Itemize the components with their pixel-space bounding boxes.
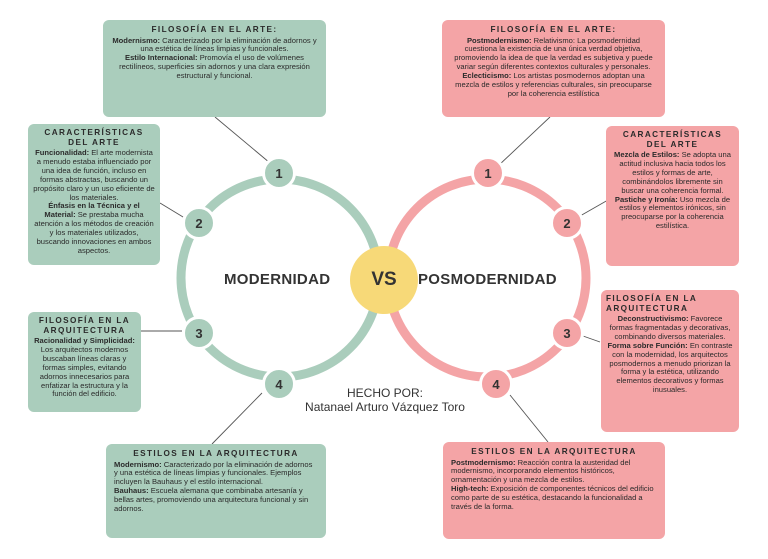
term: Racionalidad y Simplicidad: (34, 336, 135, 346)
title-modernidad: MODERNIDAD (224, 271, 331, 288)
description: Los arquitectos modernos buscaban líneas… (39, 345, 130, 399)
connector-left-4 (211, 392, 263, 445)
vs-badge: VS (350, 246, 418, 314)
description: El arte modernista a menudo estaba influ… (33, 148, 155, 202)
description: Reacción contra la austeridad del modern… (451, 457, 631, 485)
term: Forma sobre Función: (607, 340, 688, 350)
description: Se adopta una actitud inclusiva hacia to… (619, 150, 731, 195)
term: Énfasis en la Técnica y el Material: (44, 201, 140, 220)
description: En contraste con la modernidad, los arqu… (609, 340, 733, 395)
box-right-art-characteristics: CARACTERÍSTICAS DEL ARTE Mezcla de Estil… (606, 126, 739, 266)
node-left-4: 4 (262, 367, 296, 401)
term: Deconstructivismo: (617, 314, 689, 324)
connector-left-1 (214, 116, 277, 169)
box-heading: FILOSOFÍA EN EL ARTE: (151, 25, 278, 34)
box-heading: ESTILOS EN LA ARQUITECTURA (133, 449, 299, 458)
description: Caracterizado por la eliminación de ador… (140, 35, 317, 54)
description: Se prestaba mucha atención a los métodos… (34, 210, 154, 255)
box-left-art-characteristics: CARACTERÍSTICAS DEL ARTE Funcionalidad: … (28, 124, 160, 265)
term: Postmodernismo: (466, 35, 532, 45)
node-left-2: 2 (182, 206, 216, 240)
box-heading: FILOSOFÍA EN LA ARQUITECTURA (606, 294, 697, 313)
term: Postmodernismo: (451, 457, 516, 467)
node-left-3: 3 (182, 316, 216, 350)
node-right-2: 2 (550, 206, 584, 240)
term: Modernismo: (112, 35, 161, 45)
node-left-1: 1 (262, 156, 296, 190)
term: Estilo Internacional: (125, 53, 198, 63)
connector-right-2 (579, 199, 609, 217)
description: Exposición de componentes técnicos del e… (451, 484, 654, 511)
description: Promovía el uso de volúmenes rectilíneos… (119, 53, 310, 81)
box-heading: CARACTERÍSTICAS DEL ARTE (44, 128, 144, 147)
box-right-arch-philosophy: FILOSOFÍA EN LA ARQUITECTURA Deconstruct… (601, 290, 739, 432)
term: Pastiche y Ironía: (614, 194, 678, 204)
term: Funcionalidad: (35, 148, 90, 158)
title-posmodernidad: POSMODERNIDAD (418, 271, 557, 288)
term: Bauhaus: (114, 486, 149, 496)
term: Eclecticismo: (462, 71, 512, 81)
box-left-arch-styles: ESTILOS EN LA ARQUITECTURA Modernismo: C… (106, 444, 326, 538)
box-right-arch-styles: ESTILOS EN LA ARQUITECTURA Postmodernism… (443, 442, 665, 539)
node-right-4: 4 (479, 367, 513, 401)
connector-right-1 (497, 116, 551, 167)
node-right-3: 3 (550, 316, 584, 350)
term: Modernismo: (114, 459, 162, 469)
node-right-1: 1 (471, 156, 505, 190)
term: High-tech: (451, 484, 489, 494)
box-left-art-philosophy: FILOSOFÍA EN EL ARTE: Modernismo: Caract… (103, 20, 326, 117)
description: Relativismo: La posmodernidad cuestiona … (454, 35, 653, 72)
box-right-art-philosophy: FILOSOFÍA EN EL ARTE: Postmodernismo: Re… (442, 20, 665, 117)
description: Escuela alemana que combinaba artesanía … (114, 486, 309, 513)
box-heading: CARACTERÍSTICAS DEL ARTE (622, 130, 723, 149)
connector-right-3 (582, 335, 601, 343)
connector-right-4 (509, 394, 549, 443)
description: Los artistas posmodernos adoptan una mez… (455, 71, 652, 98)
box-heading: FILOSOFÍA EN LA ARQUITECTURA (38, 316, 131, 335)
author-credit: HECHO POR: Natanael Arturo Vázquez Toro (280, 386, 490, 415)
description: Favorece formas fragmentadas y decorativ… (609, 314, 731, 341)
author-name: Natanael Arturo Vázquez Toro (305, 399, 465, 414)
description: Caracterizado por la eliminación de ador… (114, 459, 313, 487)
description: Uso mezcla de estilos y elementos irónic… (619, 194, 731, 231)
box-left-arch-philosophy: FILOSOFÍA EN LA ARQUITECTURA Racionalida… (28, 312, 141, 412)
term: Mezcla de Estilos: (614, 150, 680, 160)
author-label: HECHO POR: (346, 386, 423, 400)
box-heading: ESTILOS EN LA ARQUITECTURA (471, 447, 637, 456)
box-heading: FILOSOFÍA EN EL ARTE: (490, 25, 617, 34)
